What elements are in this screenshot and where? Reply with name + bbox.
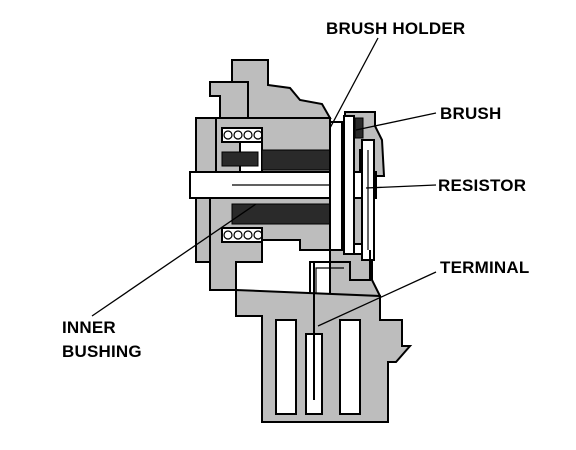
label-terminal: TERMINAL <box>440 258 529 277</box>
label-resistor: RESISTOR <box>438 176 526 195</box>
left-flange-upper <box>195 117 217 173</box>
upper-left-bracket <box>209 81 249 119</box>
callout-labels: BRUSH HOLDER BRUSH RESISTOR TERMINAL INN… <box>62 19 529 361</box>
leader-brush-holder <box>329 37 379 129</box>
label-inner-bushing-line2: BUSHING <box>62 342 142 361</box>
leader-lines <box>91 37 437 327</box>
label-inner-bushing-line1: INNER <box>62 318 116 337</box>
connector-slot-right <box>339 319 361 415</box>
upper-rotor-band <box>261 149 333 171</box>
lower-spring <box>221 227 263 243</box>
leader-brush <box>355 112 437 131</box>
label-brush: BRUSH <box>440 104 501 123</box>
label-brush-holder: BRUSH HOLDER <box>326 19 465 38</box>
leader-resistor <box>365 184 437 189</box>
leader-inner-bushing <box>91 203 257 317</box>
upper-spring <box>221 127 263 143</box>
terminal-wire <box>309 250 371 330</box>
brush-holder-plate <box>329 121 343 251</box>
connector-slot-left <box>275 319 297 415</box>
lower-rotor-band <box>231 203 333 225</box>
brush <box>354 117 364 139</box>
leader-terminal <box>317 271 437 327</box>
sensor-cross-section <box>189 59 413 423</box>
